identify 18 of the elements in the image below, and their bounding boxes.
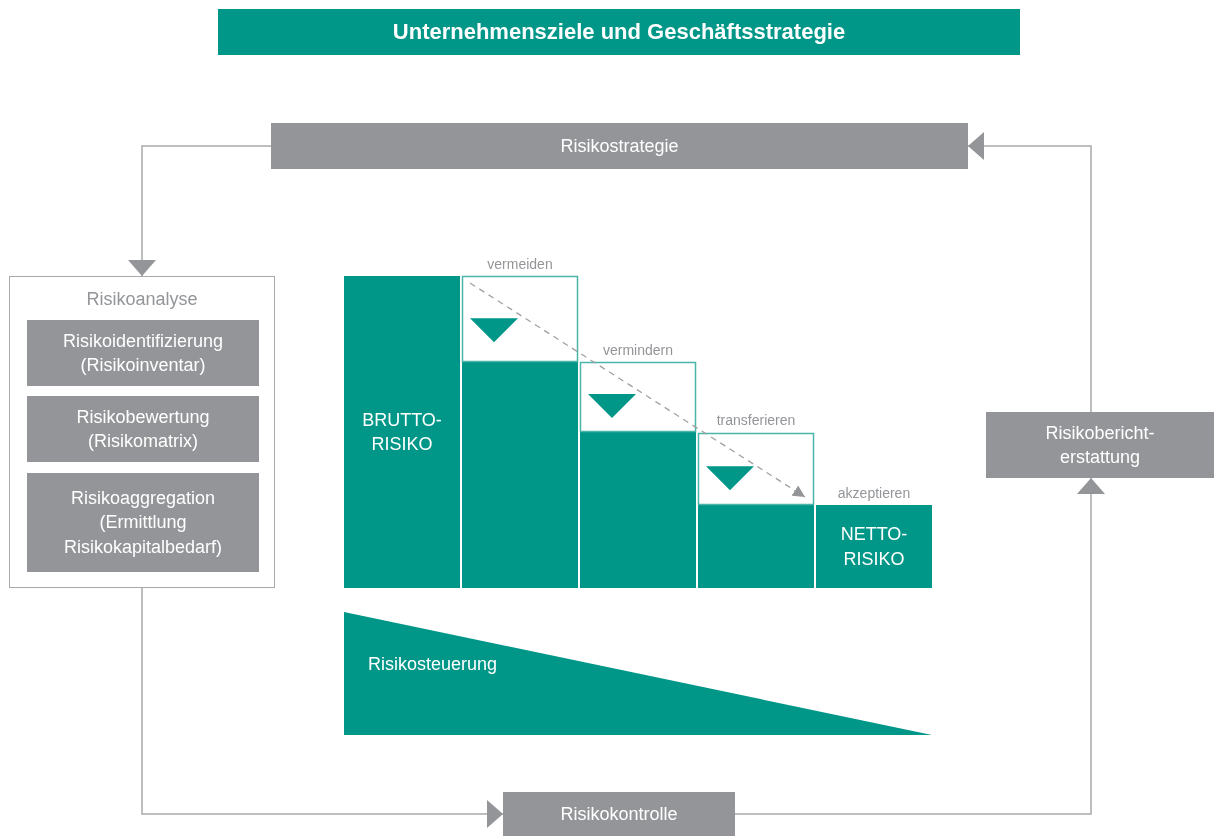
process-box: Risikobericht-erstattung (986, 412, 1214, 478)
arrow (128, 145, 272, 277)
arrow (734, 477, 1105, 815)
gross-risk-bar: BRUTTO-RISIKO (344, 276, 460, 588)
arrow (967, 132, 1092, 413)
control-wedge: Risikosteuerung (344, 612, 932, 735)
process-box: Risikostrategie (271, 123, 968, 169)
process-box: Risikoaggregation (Ermittlung Risikokapitalbedarf) (27, 473, 259, 572)
arrow (141, 587, 504, 828)
title-banner: Unternehmensziele und Geschäftsstrategie (218, 9, 1020, 55)
step-label: vermindern (603, 342, 673, 358)
step-label: vermeiden (487, 256, 553, 272)
process-box: Risikoidentifizierung (Risikoinventar) (27, 320, 259, 386)
net-risk-bar: NETTO-RISIKO (816, 505, 932, 588)
group-box: Risikoanalyse Risikoidentifizierung (Risikoinventar) Risikobewertung (Risikomatrix) Risikoaggregation (Ermittlung Risikokapitalbedarf) (9, 276, 275, 588)
step-label: transferieren (716, 412, 796, 428)
process-box: Risikobewertung (Risikomatrix) (27, 396, 259, 462)
process-box: Risikokontrolle (503, 792, 735, 836)
